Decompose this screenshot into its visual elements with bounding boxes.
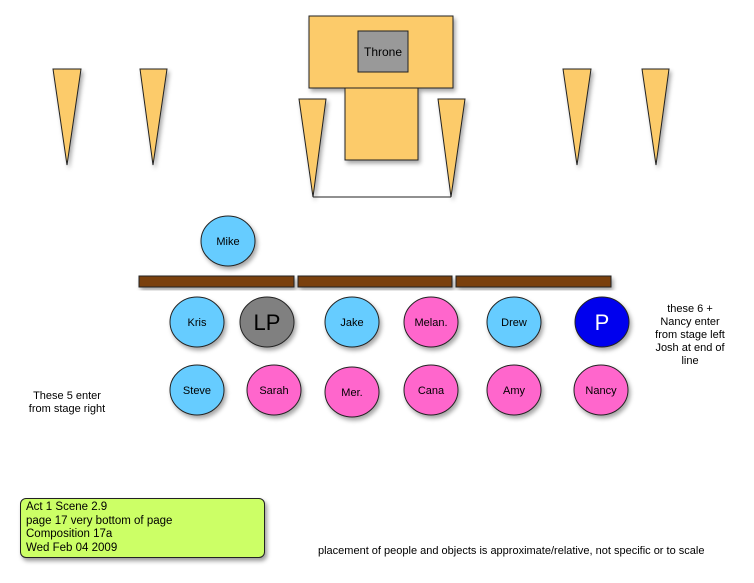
bench-3 bbox=[455, 275, 612, 288]
person-kris: Kris bbox=[169, 296, 225, 348]
person-label: Sarah bbox=[259, 385, 288, 397]
person-p: P bbox=[574, 296, 630, 348]
person-marker bbox=[573, 364, 629, 416]
note-line: Nancy enter bbox=[660, 316, 720, 328]
info-line: Wed Feb 04 2009 bbox=[26, 541, 118, 554]
person-label: Steve bbox=[183, 385, 211, 397]
person-marker bbox=[324, 296, 380, 348]
person-label: P bbox=[595, 310, 610, 335]
person-marker bbox=[169, 364, 225, 416]
person-marker bbox=[486, 296, 542, 348]
person-sarah: Sarah bbox=[246, 364, 302, 416]
bench-2 bbox=[297, 275, 453, 288]
person-nancy: Nancy bbox=[573, 364, 629, 416]
stage-right-note: These 5 enter from stage right bbox=[12, 390, 122, 416]
note-line: these 6 + bbox=[667, 303, 713, 315]
person-label: LP bbox=[254, 310, 281, 335]
pillar-right-2 bbox=[641, 68, 670, 166]
stage-left-note: these 6 + Nancy enter from stage left Jo… bbox=[640, 303, 740, 368]
note-line: These 5 enter bbox=[33, 390, 101, 402]
person-melan: Melan. bbox=[403, 296, 459, 348]
person-marker bbox=[246, 364, 302, 416]
person-label: Mike bbox=[216, 236, 239, 248]
scene-info-box: Act 1 Scene 2.9 page 17 very bottom of p… bbox=[20, 498, 265, 558]
note-line: Josh at end of bbox=[655, 342, 725, 354]
disclaimer-note: placement of people and objects is appro… bbox=[318, 545, 705, 557]
person-amy: Amy bbox=[486, 364, 542, 416]
person-cana: Cana bbox=[403, 364, 459, 416]
info-line: page 17 very bottom of page bbox=[26, 514, 173, 527]
info-line: Act 1 Scene 2.9 bbox=[26, 501, 108, 513]
person-marker bbox=[239, 296, 295, 348]
bench-1 bbox=[138, 275, 295, 288]
person-label: Drew bbox=[501, 317, 527, 329]
note-line: from stage left bbox=[655, 329, 725, 341]
person-marker bbox=[169, 296, 225, 348]
person-marker bbox=[403, 296, 459, 348]
person-drew: Drew bbox=[486, 296, 542, 348]
person-marker bbox=[200, 215, 256, 267]
person-lp: LP bbox=[239, 296, 295, 348]
person-marker bbox=[574, 296, 630, 348]
throne bbox=[357, 30, 409, 73]
person-marker bbox=[324, 366, 380, 418]
pillar-right-1 bbox=[562, 68, 592, 166]
info-line: Composition 17a bbox=[26, 528, 113, 540]
person-steve: Steve bbox=[169, 364, 225, 416]
person-marker bbox=[403, 364, 459, 416]
person-label: Cana bbox=[418, 385, 445, 397]
throne-pillar-left bbox=[298, 98, 327, 198]
note-line: from stage right bbox=[28, 403, 106, 415]
person-marker bbox=[486, 364, 542, 416]
throne-label: Throne bbox=[364, 45, 402, 59]
throne-steps bbox=[344, 87, 419, 161]
person-mike: Mike bbox=[200, 215, 256, 267]
person-label: Kris bbox=[188, 317, 207, 329]
person-label: Amy bbox=[503, 385, 526, 397]
note-line: line bbox=[681, 355, 699, 367]
person-label: Mer. bbox=[341, 387, 362, 399]
person-label: Melan. bbox=[414, 317, 447, 329]
person-jake: Jake bbox=[324, 296, 380, 348]
pillar-left-2 bbox=[139, 68, 168, 166]
person-mer: Mer. bbox=[324, 366, 380, 418]
pillar-left-1 bbox=[52, 68, 82, 166]
person-label: Nancy bbox=[585, 385, 617, 397]
throne-pillar-right bbox=[437, 98, 466, 198]
person-label: Jake bbox=[340, 317, 363, 329]
